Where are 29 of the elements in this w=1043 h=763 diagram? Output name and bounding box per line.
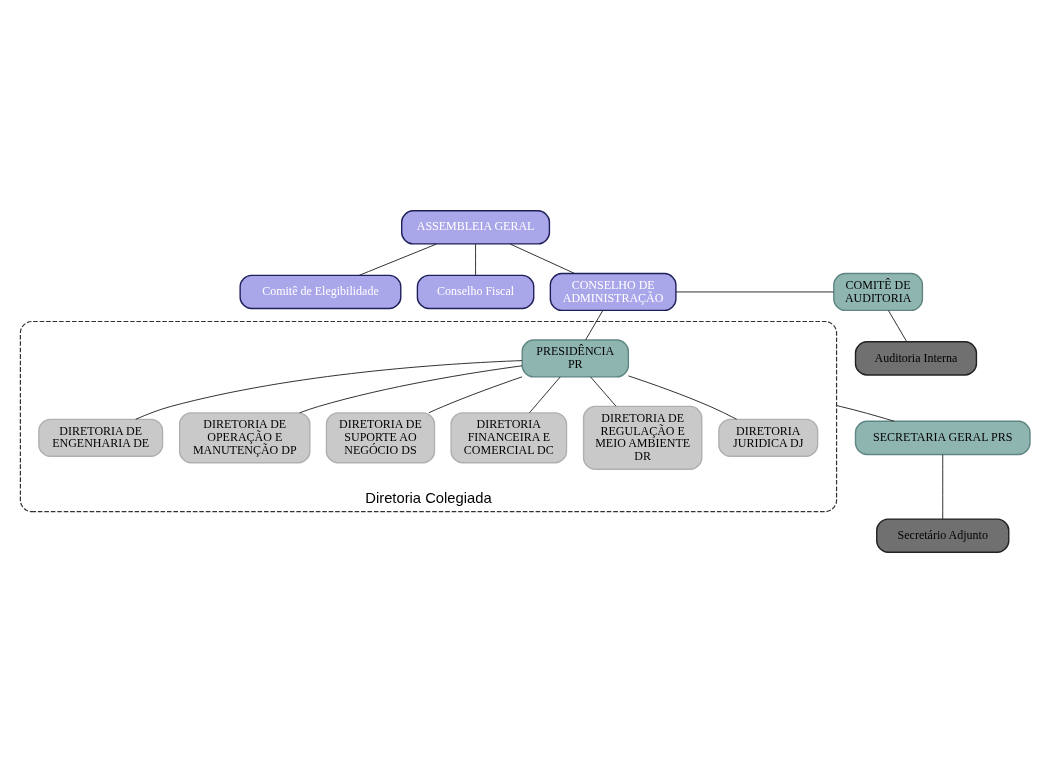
node-box: CONSELHO DE ADMINISTRAÇÃO [549,272,677,312]
connector [428,376,523,414]
connector [529,376,561,414]
node-box: PRESIDÊNCIA PR [521,339,630,378]
node-box: DIRETORIA DE SUPORTE AO NEGÓCIO DS [325,412,436,464]
node-box: DIRETORIA JURIDICA DJ [718,418,819,457]
node-box: COMITÊ DE AUDITORIA [833,272,924,312]
connector [358,243,437,276]
node-box: Comitê de Elegibilidade [239,274,402,310]
connector [942,454,944,520]
node-box: Secretário Adjunto [876,518,1010,553]
connector [585,310,604,341]
connector [628,375,738,420]
connector [475,243,477,276]
connector [590,376,617,407]
node-box: ASSEMBLEIA GERAL [401,210,551,245]
node-box: DIRETORIA FINANCEIRA E COMERCIAL DC [450,412,568,464]
connector [675,291,834,293]
node-box: SECRETARIA GERAL PRS [854,420,1031,456]
node-box: DIRETORIA DE ENGENHARIA DE [38,418,164,457]
connector [836,405,895,422]
connector [299,365,523,414]
node-box: Conselho Fiscal [416,274,535,310]
node-box: Auditoria Interna [854,341,978,376]
node-box: DIRETORIA DE OPERAÇÃO E MANUTENÇÃO DP [178,412,311,464]
connector [888,310,908,343]
node-box: DIRETORIA DE REGULAÇÃO E MEIO AMBIENTE DR [582,405,703,470]
connector [135,360,523,420]
connector [509,243,575,274]
